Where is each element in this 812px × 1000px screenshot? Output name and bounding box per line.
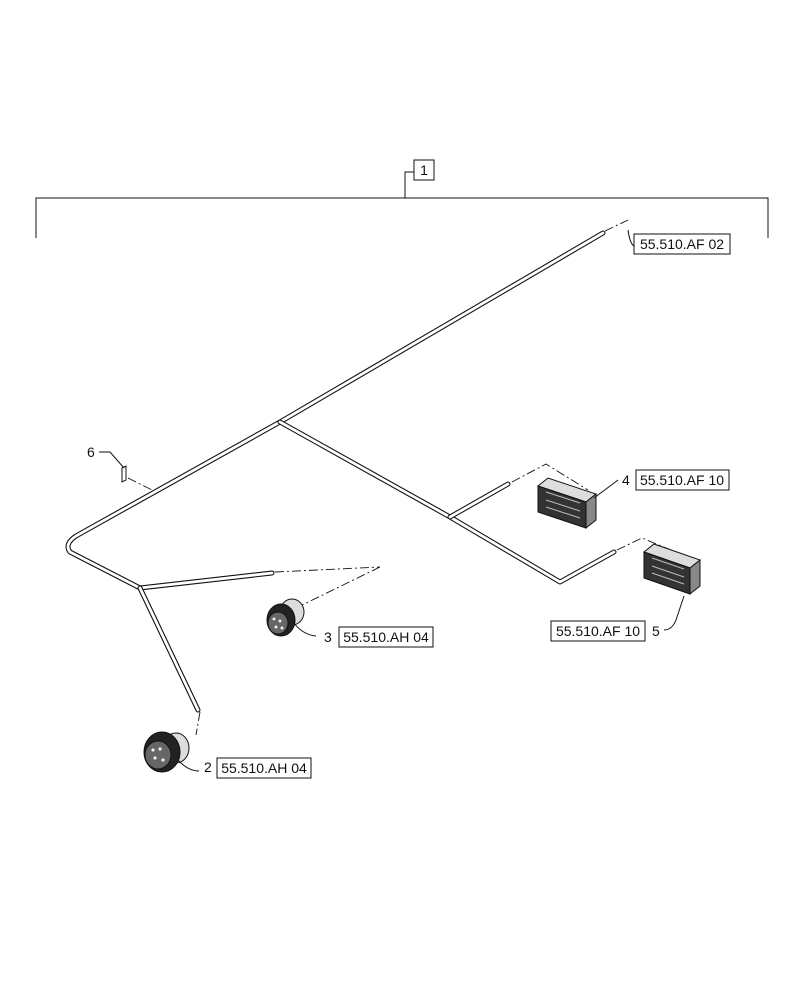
item-4-reference: 55.510.AF 10 [640,472,724,488]
item-2-number: 2 [204,759,212,775]
harness-main-trunk [65,230,606,591]
harness-upper-branch [447,481,511,520]
round-connector-item-3[interactable] [266,598,317,637]
assembly-item-label[interactable]: 1 [413,159,435,181]
callout-item-4[interactable]: 4 55.510.AF 10 [622,469,730,491]
rectangular-connector-item-5[interactable] [642,543,702,631]
round-connector-item-2[interactable] [143,731,200,773]
assembly-item-number: 1 [420,162,428,178]
rectangular-connector-item-4[interactable] [536,477,619,530]
callout-item-5[interactable]: 55.510.AF 10 5 [550,620,660,642]
item-3-number: 3 [324,629,332,645]
assembly-leader-lines [127,219,691,736]
item-3-reference: 55.510.AH 04 [343,629,429,645]
item-5-number: 5 [652,623,660,639]
item-4-number: 4 [622,472,630,488]
harness-tag-item-6[interactable]: 6 [87,444,127,483]
wiring-harness [65,230,617,713]
end-reference-label: 55.510.AF 02 [640,236,724,252]
end-reference-callout[interactable]: 55.510.AF 02 [627,229,731,255]
assembly-bracket [35,171,769,238]
item-6-number: 6 [87,444,95,460]
callout-item-3[interactable]: 3 55.510.AH 04 [324,626,434,648]
callout-item-2[interactable]: 2 55.510.AH 04 [204,757,312,779]
item-5-reference: 55.510.AF 10 [556,623,640,639]
harness-right-branch [277,419,617,585]
item-2-reference: 55.510.AH 04 [221,760,307,776]
harness-drop-branch [137,585,201,713]
